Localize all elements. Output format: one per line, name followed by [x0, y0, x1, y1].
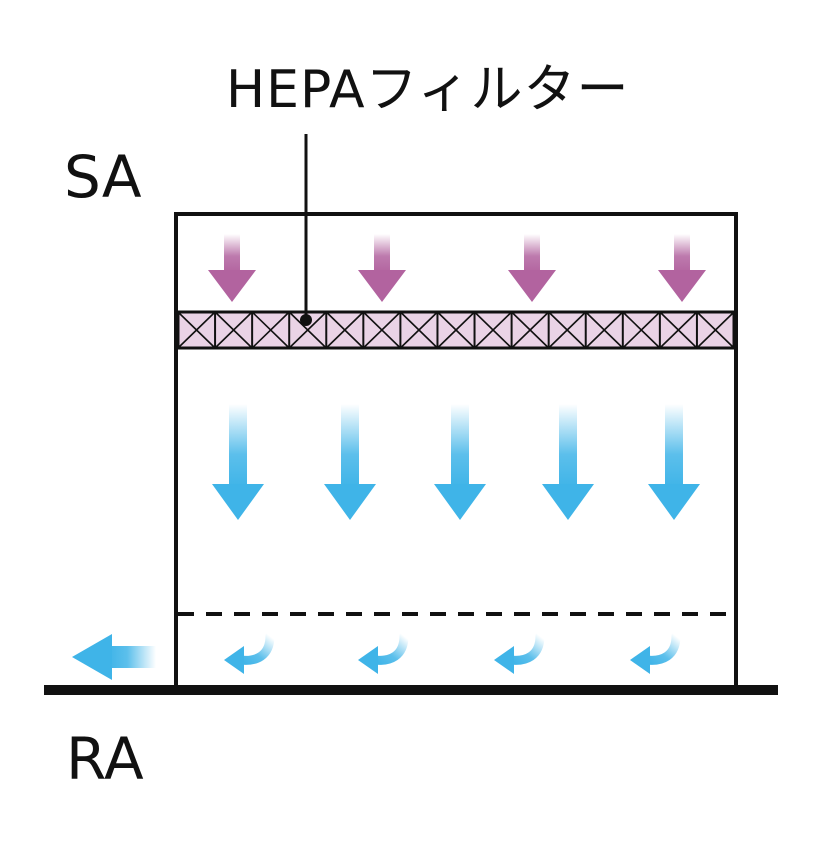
- downflow-arrow-down-icon: [648, 404, 700, 520]
- exit-arrow-left-icon: [72, 634, 156, 680]
- filter-leader-dot: [300, 314, 312, 326]
- supply-arrow-down-icon: [358, 234, 406, 302]
- return-arrows: [224, 631, 681, 674]
- downflow-arrow-down-icon: [212, 404, 264, 520]
- hepa-filter-hatch: [177, 311, 735, 349]
- hepa-filter-label: HEPAフィルター: [226, 60, 630, 120]
- hepa-filter: [176, 310, 736, 350]
- supply-arrow-down-icon: [508, 234, 556, 302]
- supply-air-label: SA: [64, 143, 142, 211]
- downflow-arrow-down-icon: [434, 404, 486, 520]
- downflow-arrow-down-icon: [324, 404, 376, 520]
- downflow-arrows: [212, 404, 700, 520]
- downflow-arrow-down-icon: [542, 404, 594, 520]
- supply-arrow-down-icon: [658, 234, 706, 302]
- return-air-label: RA: [66, 725, 144, 793]
- supply-arrows: [208, 234, 706, 302]
- return-curved-arrow-icon: [358, 631, 409, 674]
- supply-arrow-down-icon: [208, 234, 256, 302]
- return-curved-arrow-icon: [224, 631, 275, 674]
- return-curved-arrow-icon: [494, 631, 545, 674]
- return-curved-arrow-icon: [630, 631, 681, 674]
